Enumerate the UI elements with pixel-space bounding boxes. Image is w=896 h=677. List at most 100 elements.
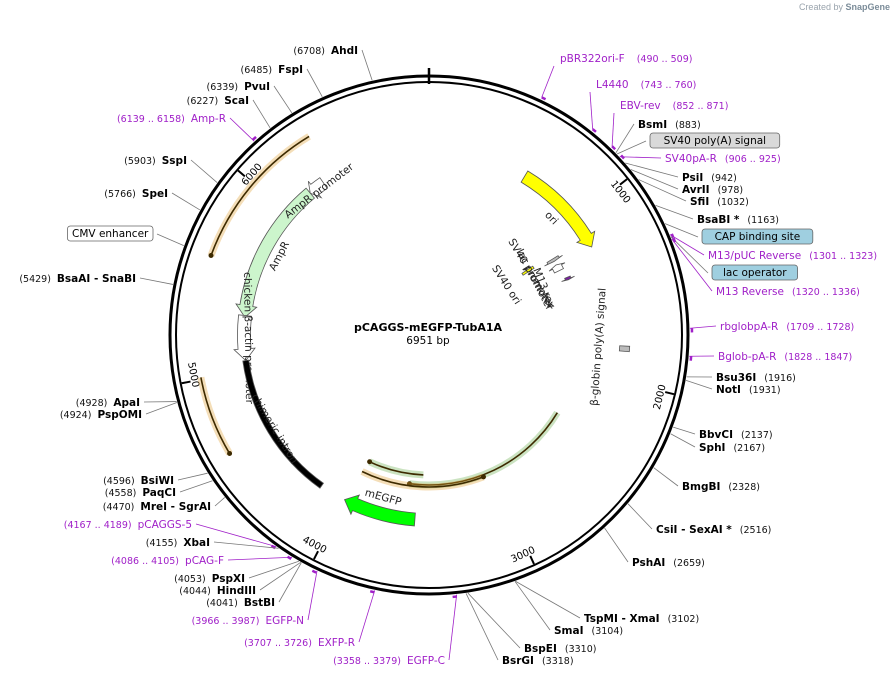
- label-csii-sexai-pos: (2516): [740, 525, 772, 536]
- label-bsaai-snabi-name: BsaAI - SnaBI: [57, 273, 136, 285]
- label-m13-reverse-name: M13 Reverse: [716, 286, 784, 298]
- label-bmgbi-leader: [653, 467, 679, 487]
- label-egfp-c-pos: (3358 .. 3379): [333, 656, 401, 667]
- label-fspi-name: FspI: [278, 64, 303, 76]
- label-ahdi-name: AhdI: [331, 45, 358, 57]
- feature-ori: [520, 170, 596, 248]
- orf-line-4: [361, 470, 484, 488]
- label-tspmi-xmai: TspMI - XmaI (3102): [584, 613, 699, 625]
- ruler-label-4000: 4000: [300, 535, 328, 556]
- label-rbglobpa-r-pos: (1709 .. 1728): [786, 322, 854, 333]
- label-pbr322ori-f-name: pBR322ori-F: [560, 53, 625, 65]
- label-ahdi-pos: (6708): [293, 46, 325, 57]
- label-mrei-sgrai-pos: (4470): [103, 502, 135, 513]
- label-csii-sexai-leader: [627, 503, 653, 530]
- label-pvui-name: PvuI: [244, 81, 270, 93]
- orf-arrowhead-0: [208, 253, 214, 259]
- label-sfii-name: SfiI: [690, 196, 709, 208]
- orf-halo-1: [197, 376, 233, 456]
- label-sfii: SfiI(1032): [690, 196, 749, 208]
- label-spei: (5766)SpeI: [104, 188, 168, 200]
- feature-megfp: [343, 494, 416, 527]
- label-bsiwi-pos: (4596): [103, 476, 135, 487]
- label-bsu36i: Bsu36I(1916): [716, 372, 796, 384]
- label-sv40-poly-a-signal-text: SV40 poly(A) signal: [664, 135, 767, 147]
- orf-halo-3: [368, 458, 424, 479]
- label-rbglobpa-r: rbglobpA-R(1709 .. 1728): [720, 321, 854, 333]
- label-bbvci-leader: [673, 426, 696, 435]
- label-bstbi-name: BstBI: [244, 597, 275, 609]
- label-smai: SmaI(3104): [554, 625, 623, 637]
- feature-sv40-ori-label: SV40 ori: [489, 263, 523, 307]
- label-psii-pos: (942): [711, 173, 737, 184]
- label-egfp-n: (3966 .. 3987)EGFP-N: [192, 615, 304, 627]
- label-pspxi-name: PspXI: [212, 573, 245, 585]
- label-avrii: AvrII(978): [682, 184, 743, 196]
- label-pspxi-pos: (4053): [174, 574, 206, 585]
- label-lac-operator-box: [711, 264, 798, 281]
- label-apai-name: ApaI: [113, 397, 140, 409]
- label-bsmi-name: BsmI: [638, 119, 667, 131]
- label-bspei-leader: [467, 592, 521, 649]
- ruler-label-5000: 5000: [185, 361, 201, 388]
- feature-ampr-promoter-label: AmpR promoter: [282, 161, 356, 222]
- label-exfp-r-primer-mark: [369, 590, 375, 594]
- label-amp-r-leader: [229, 117, 255, 142]
- feature-chimeric-intron-label: chimeric intron: [249, 392, 300, 466]
- label-pcag-f-primer-mark: [286, 555, 292, 561]
- label-m13-reverse-pos: (1320 .. 1336): [792, 287, 860, 298]
- label-bsabi-leader: [655, 205, 694, 220]
- label-bsrgi-name: BsrGI: [502, 655, 534, 667]
- label-pspomi-name: PspOMI: [97, 409, 142, 421]
- label-bspei-name: BspEI: [524, 643, 557, 655]
- label-fspi-leader: [306, 68, 323, 98]
- label-spei-pos: (5766): [104, 189, 136, 200]
- label-pspxi-leader: [248, 560, 299, 579]
- label-l4440-name: L4440: [596, 79, 629, 91]
- label-ebv-rev-primer-mark: [611, 145, 617, 151]
- label-bglob-pa-r: Bglob-pA-R(1828 .. 1847): [718, 351, 852, 363]
- label-sphi-leader: [670, 433, 696, 448]
- feature-sv40-ori: [521, 265, 535, 276]
- label-cap-binding-site-leader: [664, 223, 699, 238]
- label-csii-sexai-name: CsiI - SexAI *: [656, 524, 732, 536]
- label-csii-sexai: CsiI - SexAI * (2516): [656, 524, 771, 536]
- label-pspomi-pos: (4924): [60, 410, 92, 421]
- label-spei-leader: [171, 192, 201, 211]
- label-bspei: BspEI (3310): [524, 643, 596, 655]
- ruler-tick-5000: [181, 380, 191, 385]
- label-sv40pa-r: SV40pA-R(906 .. 925): [665, 153, 781, 165]
- label-ebv-rev-name: EBV-rev: [620, 100, 661, 112]
- label-pcag-f-pos: (4086 .. 4105): [111, 556, 179, 567]
- label-smai-leader: [514, 581, 551, 631]
- snapgene-brand: SnapGene: [845, 2, 890, 12]
- label-smai-pos: (3104): [592, 626, 624, 637]
- label-scai-name: ScaI: [224, 95, 249, 107]
- label-avrii-leader: [630, 169, 679, 190]
- label-psii-name: PsiI: [682, 172, 703, 184]
- plasmid-length: 6951 bp: [406, 335, 450, 347]
- label-m13-reverse-primer-mark: [672, 237, 677, 243]
- label-bsu36i-pos: (1916): [764, 373, 796, 384]
- label-cap-binding-site-text: CAP binding site: [715, 231, 801, 243]
- label-noti: NotI(1931): [716, 384, 781, 396]
- label-bsabi: BsaBI *(1163): [697, 214, 779, 226]
- label-bglob-pa-r-pos: (1828 .. 1847): [784, 352, 852, 363]
- label-egfp-n-primer-mark: [311, 569, 317, 574]
- label-cmv-enhancer-leader: [156, 233, 184, 246]
- orf-line-0: [210, 135, 310, 256]
- label-amp-r: (6139 .. 6158)Amp-R: [117, 113, 226, 125]
- label-psii-leader: [625, 162, 679, 178]
- label-sspi-leader: [190, 159, 218, 183]
- label-tspmi-xmai-pos: (3102): [668, 614, 700, 625]
- label-amp-r-name: Amp-R: [191, 113, 226, 125]
- orf-halo-0: [207, 133, 311, 257]
- label-fspi: (6485)FspI: [241, 64, 303, 76]
- label-pvui-pos: (6339): [206, 82, 238, 93]
- label-bspei-pos: (3310): [565, 644, 597, 655]
- label-tspmi-xmai-name: TspMI - XmaI: [584, 613, 660, 625]
- label-rbglobpa-r-leader: [689, 325, 717, 329]
- ruler-tick-6000: [237, 169, 246, 178]
- orf-line-2: [409, 412, 559, 486]
- label-m13-puc-reverse-leader: [669, 234, 705, 256]
